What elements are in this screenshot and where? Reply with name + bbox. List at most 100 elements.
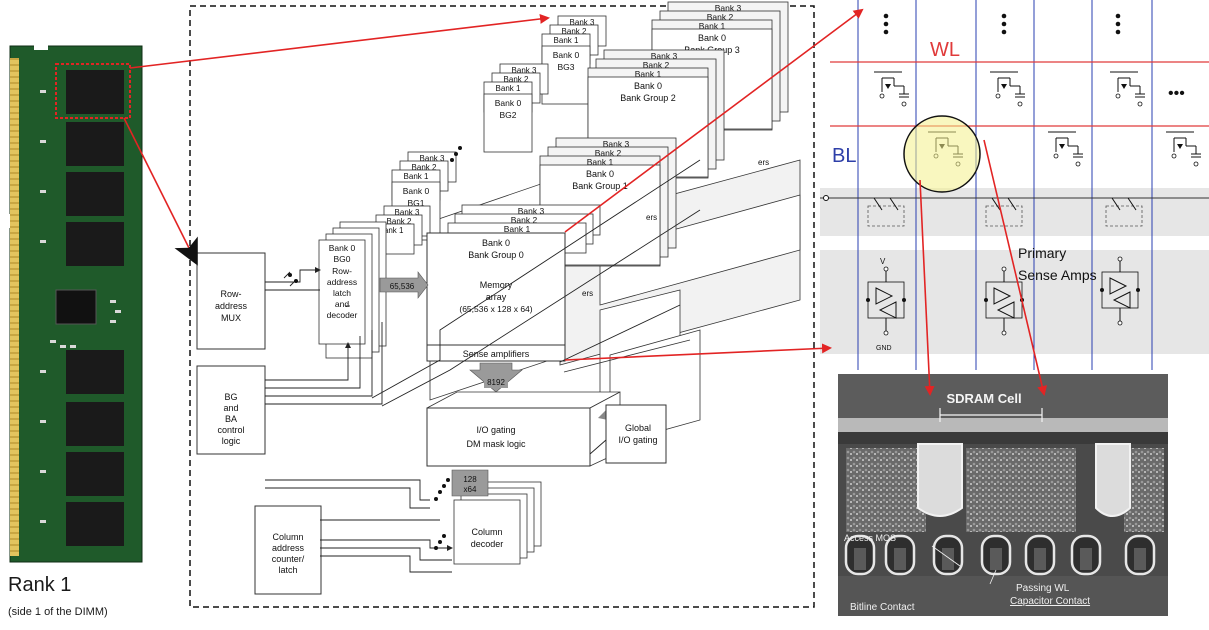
gold-contact [10,156,19,160]
memory-array-bank-label: Bank 0 [482,238,510,248]
global-io-gating-block: Global I/O gating [605,404,667,464]
sem-gates [844,534,1156,576]
bitline-switch [867,197,905,227]
bank-latch-label: Bank 3 [395,208,420,217]
gold-contact [10,270,19,274]
col-bus-arrow: 128 x64 [451,469,489,497]
col-counter-line-1: Column [272,532,303,542]
gold-contact [10,252,19,256]
gold-contact [10,390,19,394]
bank-label-small: Bank 3 [570,18,595,27]
bank-label-small: Bank 2 [412,163,437,172]
col-decoder-line-2: decoder [471,539,504,549]
gold-contact [10,384,19,388]
io-gating-block: I/O gating DM mask logic [426,391,621,467]
arrow-cell-to-sem-left [919,179,935,396]
bank-label-large: Bank 3 [603,139,630,149]
gold-contact [10,228,19,232]
bank0-plane-small [541,45,591,105]
gold-contact [10,396,19,400]
gold-contact [10,90,19,94]
gold-contact [10,174,19,178]
gold-contact [10,120,19,124]
row-mux-line-3: MUX [221,313,241,323]
gold-contact [10,150,19,154]
dimm-chip-5 [66,350,124,394]
gold-contact [10,510,19,514]
ellipsis-label: ••• [1168,85,1185,102]
cell-highlight-circle [903,115,981,193]
row-address-mux-block: Row- address MUX [196,252,266,350]
connector-arrows [129,8,1048,396]
bank0-label-large: Bank 0 [586,169,614,179]
gold-contact [10,372,19,376]
bitline-switch [1105,197,1143,227]
gold-contact [10,450,19,454]
gold-contact [10,66,19,70]
ellipsis-dot [1115,13,1121,19]
ellipsis-dot [1001,13,1007,19]
gold-contact [10,534,19,538]
gold-contact [10,192,19,196]
ellipsis-dot [1001,29,1007,35]
sem-gate-core [990,548,1002,570]
gold-contact [10,300,19,304]
sem-bitline-contact: Bitline Contact [850,602,915,613]
arrow-sense-to-schematic [564,343,832,361]
bank0-label-small: Bank 0 [403,186,430,196]
row-latch-line-4: and [335,299,349,309]
bank-label-large: Bank 2 [707,12,734,22]
gold-contact [10,462,19,466]
gold-contact [10,318,19,322]
gold-contact [10,456,19,460]
arrow-cell-to-sem-right [983,139,1048,396]
bank-label-large: Bank 2 [643,60,670,70]
bitline-switches [823,195,1143,227]
col-counter-line-2: address [272,543,305,553]
bank-latch-label: Bank 2 [387,217,412,226]
gold-contact [10,126,19,130]
gold-contact [10,114,19,118]
dimm-gold-teeth [10,60,19,556]
row-address-latch-stack [318,221,387,359]
bg-short-label: BG3 [557,62,574,72]
gold-contact [10,420,19,424]
dimm-chip-8 [66,502,124,546]
dimm-module [6,40,143,563]
gold-contact [10,288,19,292]
sem-gate-core [854,548,866,570]
smd-part [40,370,46,373]
sem-gate-core [1034,548,1046,570]
gold-contact [10,108,19,112]
bank-label-large: Bank 1 [587,157,614,167]
ellipsis-dot [883,29,889,35]
gold-contact [10,144,19,148]
smd-part [50,340,56,343]
gnd-label: GND [876,345,892,352]
arrow-array-to-schematic [564,8,864,233]
arrow-chip-to-banks [129,13,550,69]
col-counter-line-3: counter/ [272,554,305,564]
memory-array-title: Memory [480,280,513,290]
gold-contact [10,186,19,190]
gold-contact [10,486,19,490]
gold-contact [10,354,19,358]
gold-contact [10,72,19,76]
bank-label-small: Bank 2 [504,75,529,84]
block-diagram-frame [189,5,815,608]
gold-contact [10,132,19,136]
sem-passing-wl: Passing WL [1016,583,1070,594]
cell-schematic: WL BL Primary Sense Amps ••• V GND [820,0,1209,370]
memory-array-group-label: Bank Group 0 [468,250,524,260]
global-io-line-2: I/O gating [618,435,657,445]
bank-label-large: Bank 3 [715,3,742,13]
sense-amp [866,266,906,336]
bank-label-small: Bank 3 [420,154,445,163]
primary-label: Primary [1018,245,1066,261]
gold-contact [10,306,19,310]
bg-long-label: Bank Group 2 [620,93,676,103]
gold-contact [10,234,19,238]
bank-label: Bank 2 [511,215,538,225]
gold-contact [10,552,19,556]
